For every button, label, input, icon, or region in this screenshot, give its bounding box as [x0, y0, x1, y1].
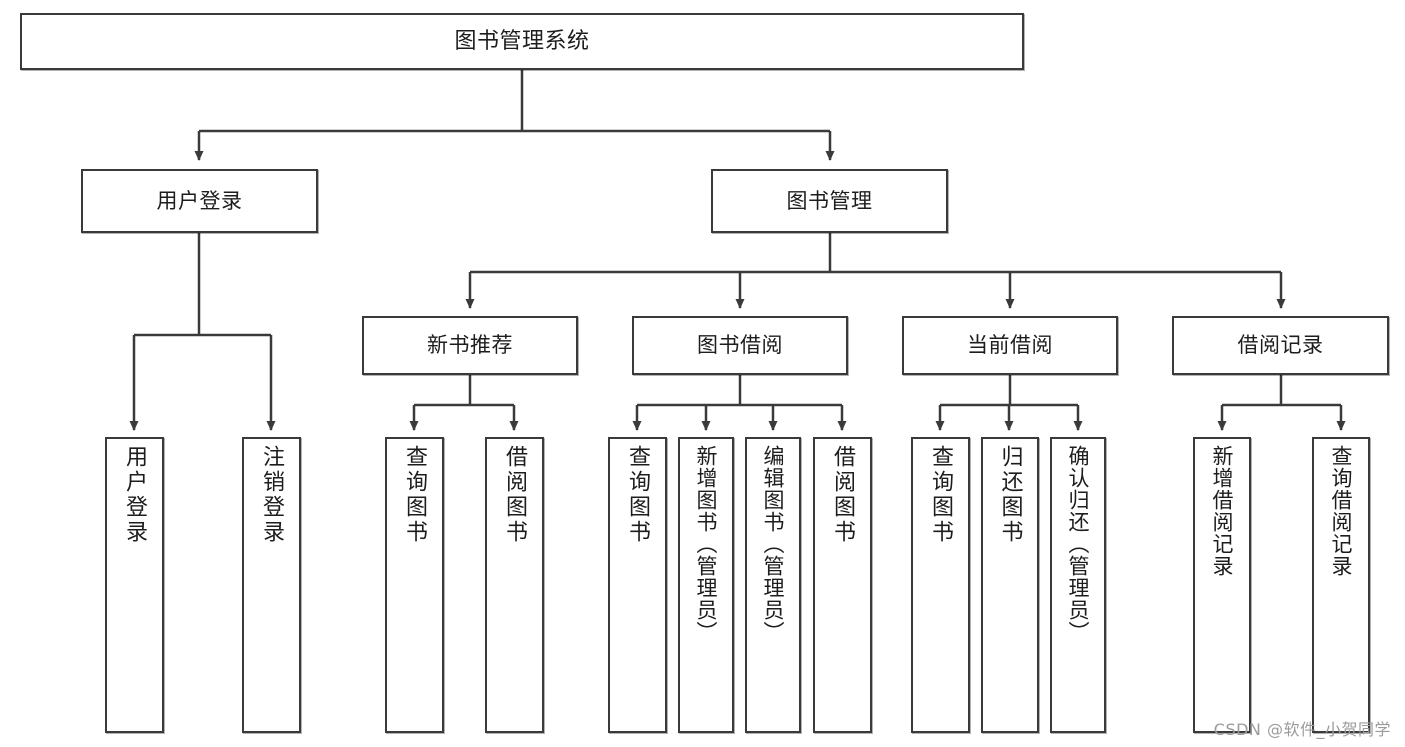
leaf-confirm-return-admin-label: 确认归还（管理员） [1066, 445, 1091, 643]
leaf-query-borrow-record[interactable]: 查询借阅记录 [1312, 437, 1370, 733]
node-book-management-label: 图书管理 [786, 188, 873, 213]
leaf-edit-book-admin[interactable]: 编辑图书（管理员） [745, 437, 801, 733]
node-user-login-label: 用户登录 [156, 188, 243, 213]
leaf-new-book-borrow-book[interactable]: 借阅图书 [485, 437, 544, 733]
leaf-query-borrow-record-label: 查询借阅记录 [1329, 445, 1354, 577]
leaf-current-query-book[interactable]: 查询图书 [911, 437, 970, 733]
leaf-user-login-label: 用户登录 [122, 445, 148, 545]
csdn-watermark: CSDN @软件_小贺同学 [1213, 720, 1391, 739]
node-user-login[interactable]: 用户登录 [81, 169, 318, 233]
leaf-logout[interactable]: 注销登录 [242, 437, 301, 733]
leaf-return-book-label: 归还图书 [997, 445, 1023, 545]
node-root[interactable]: 图书管理系统 [20, 13, 1024, 70]
leaf-confirm-return-admin[interactable]: 确认归还（管理员） [1050, 437, 1106, 733]
leaf-add-book-admin-label: 新增图书（管理员） [694, 445, 719, 643]
leaf-new-book-borrow-book-label: 借阅图书 [502, 445, 528, 545]
leaf-new-book-query-book-label: 查询图书 [402, 445, 428, 545]
leaf-edit-book-admin-label: 编辑图书（管理员） [761, 445, 786, 643]
leaf-logout-label: 注销登录 [259, 445, 285, 545]
node-book-borrow-label: 图书借阅 [697, 333, 783, 358]
node-current-borrow-label: 当前借阅 [967, 333, 1053, 358]
leaf-add-book-admin[interactable]: 新增图书（管理员） [678, 437, 734, 733]
leaf-return-book[interactable]: 归还图书 [981, 437, 1039, 733]
node-borrow-record[interactable]: 借阅记录 [1172, 316, 1389, 375]
leaf-current-query-book-label: 查询图书 [928, 445, 954, 545]
leaf-borrow-borrow-book-label: 借阅图书 [830, 445, 856, 545]
node-new-book-recommend-label: 新书推荐 [427, 333, 513, 358]
node-book-management[interactable]: 图书管理 [711, 169, 948, 233]
node-current-borrow[interactable]: 当前借阅 [902, 316, 1118, 375]
leaf-borrow-query-book-label: 查询图书 [625, 445, 651, 545]
leaf-add-borrow-record-label: 新增借阅记录 [1210, 445, 1235, 577]
node-new-book-recommend[interactable]: 新书推荐 [362, 316, 578, 375]
leaf-add-borrow-record[interactable]: 新增借阅记录 [1193, 437, 1251, 733]
leaf-new-book-query-book[interactable]: 查询图书 [385, 437, 444, 733]
leaf-borrow-borrow-book[interactable]: 借阅图书 [813, 437, 872, 733]
node-root-label: 图书管理系统 [454, 28, 590, 54]
node-borrow-record-label: 借阅记录 [1237, 333, 1324, 358]
leaf-borrow-query-book[interactable]: 查询图书 [608, 437, 667, 733]
node-book-borrow[interactable]: 图书借阅 [632, 316, 848, 375]
leaf-user-login[interactable]: 用户登录 [105, 437, 164, 733]
